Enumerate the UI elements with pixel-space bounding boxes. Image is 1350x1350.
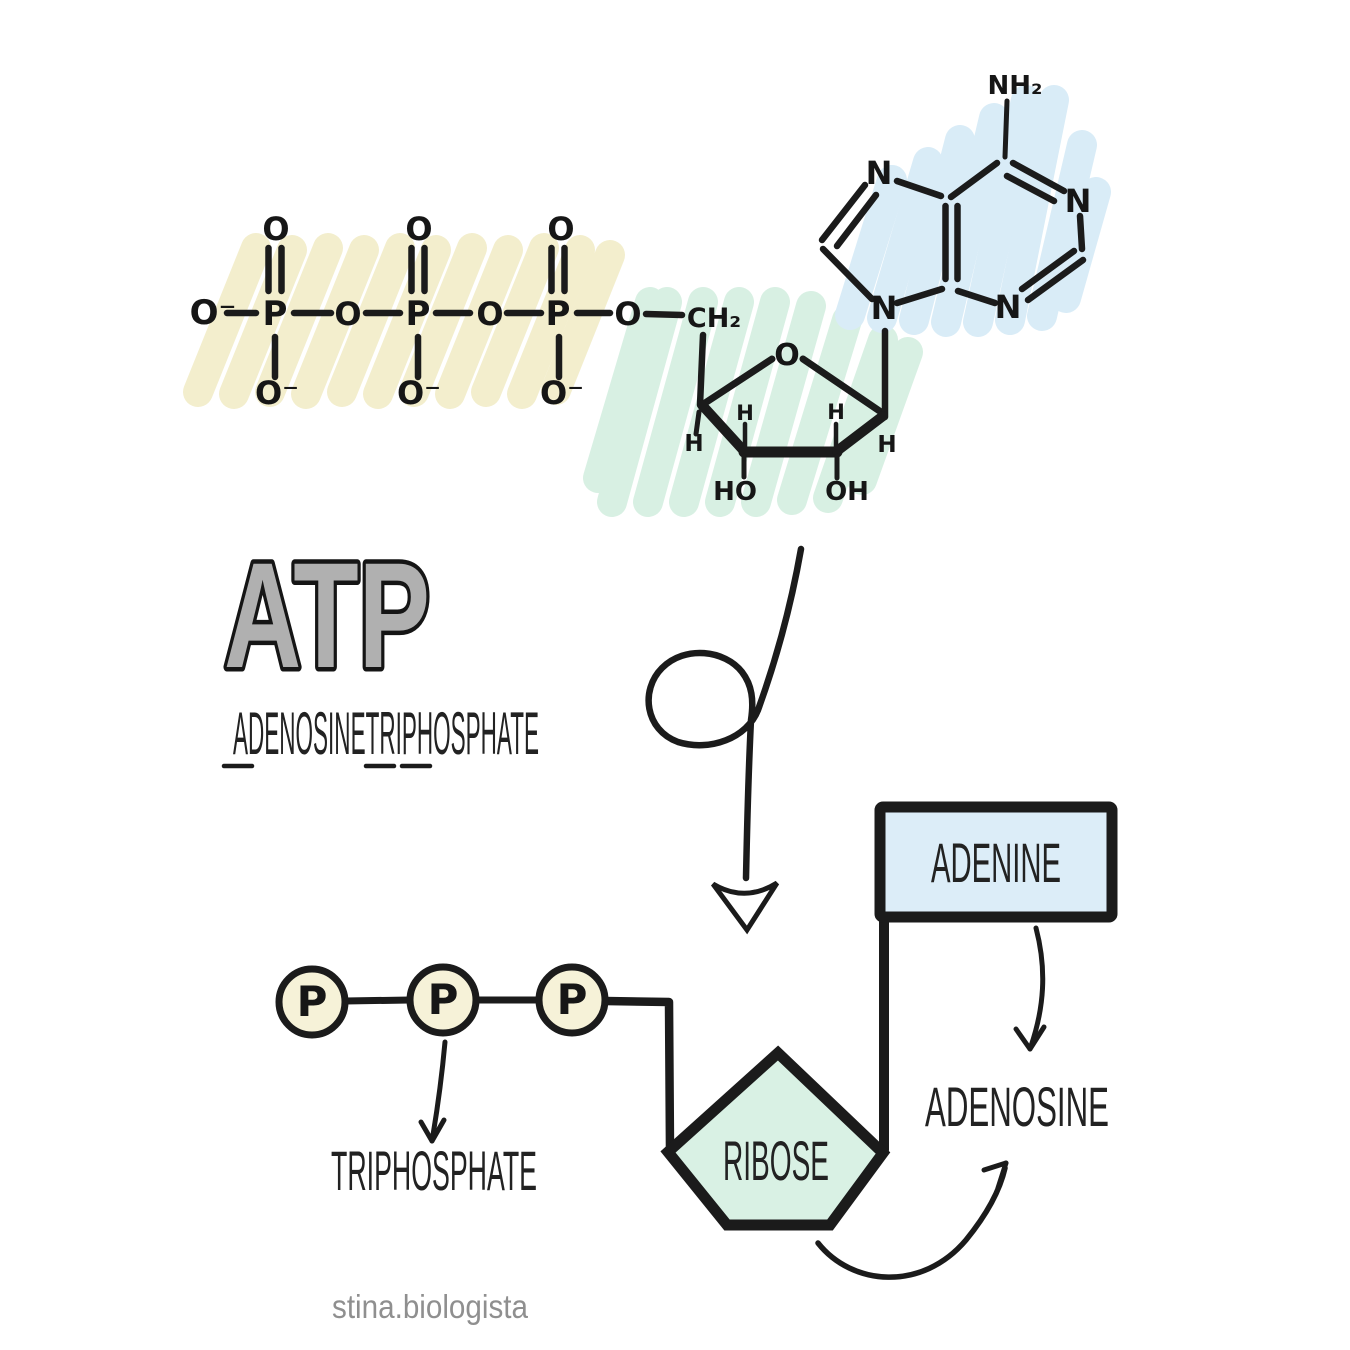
atom-o-double1: O — [262, 210, 289, 248]
ribose-label: RIBOSE — [723, 1129, 829, 1192]
atom-h-c2: H — [827, 400, 845, 424]
atom-h-c1: H — [877, 432, 896, 458]
atom-o-double3: O — [547, 210, 574, 248]
atom-h-c4: H — [684, 431, 703, 457]
triphosphate-callout: TRIPHOSPHATE — [331, 1039, 537, 1202]
heading: ATP ADENOSINETRIPHOSPHATE — [220, 527, 539, 769]
atom-nh2: NH₂ — [988, 71, 1043, 101]
adenine-structure: NH₂ N N N N — [818, 71, 1092, 327]
atom-o-ester: O — [614, 295, 641, 333]
adenine-box: ADENINE — [874, 801, 1118, 923]
atom-h-c3: H — [736, 401, 754, 425]
phosphate-circle-2: P — [406, 963, 480, 1037]
atom-o-terminal: O⁻ — [190, 293, 237, 333]
atom-o-bridge1: O — [334, 295, 361, 333]
curly-arrowhead — [710, 880, 780, 935]
atom-ch2: CH₂ — [687, 303, 741, 334]
atom-o-minus2: O⁻ — [397, 374, 441, 412]
atom-o-minus1: O⁻ — [255, 374, 299, 412]
phosphate-circle-3-label: P — [557, 975, 588, 1024]
atom-o-ring: O — [774, 338, 800, 373]
phosphate-circle-2-label: P — [428, 975, 459, 1024]
atom-oh: OH — [825, 477, 869, 507]
phosphate-highlight-scribble — [183, 233, 625, 409]
phosphate-circle-1: P — [275, 965, 349, 1039]
adenosine-label: ADENOSINE — [925, 1075, 1109, 1138]
atom-o-bridge2: O — [476, 295, 503, 333]
ribose-pentagon: RIBOSE — [660, 1045, 891, 1231]
atom-p3: P — [546, 294, 571, 334]
phosphate-circle-1-label: P — [297, 977, 328, 1026]
triphosphate-structure: O⁻ P P P O O O O O O O⁻ O⁻ O⁻ — [190, 210, 686, 412]
adenine-label: ADENINE — [931, 831, 1061, 894]
ribose-structure: CH₂ O H H H H HO OH — [684, 303, 896, 507]
atp-title: ATP — [224, 531, 430, 699]
atom-p1: P — [263, 294, 288, 334]
atom-n9: N — [871, 289, 898, 327]
schematic-diagram: P P P RIBOSE ADENINE TRIPHOSPHATE — [275, 801, 1118, 1280]
triphosphate-label: TRIPHOSPHATE — [331, 1139, 537, 1202]
watermark: stina.biologista — [332, 1288, 529, 1325]
atom-p2: P — [406, 294, 431, 334]
atp-full-name: ADENOSINETRIPHOSPHATE — [233, 700, 539, 767]
atom-n1: N — [1065, 182, 1092, 220]
adenosine-callout: ADENOSINE — [815, 925, 1109, 1280]
atom-o-minus3: O⁻ — [540, 374, 584, 412]
phosphate-circle-3: P — [535, 963, 609, 1037]
atom-o-double2: O — [405, 210, 432, 248]
atom-n7: N — [866, 154, 893, 192]
atom-ho: HO — [713, 477, 757, 507]
atom-n3: N — [995, 288, 1022, 326]
curly-arrow — [645, 545, 805, 935]
